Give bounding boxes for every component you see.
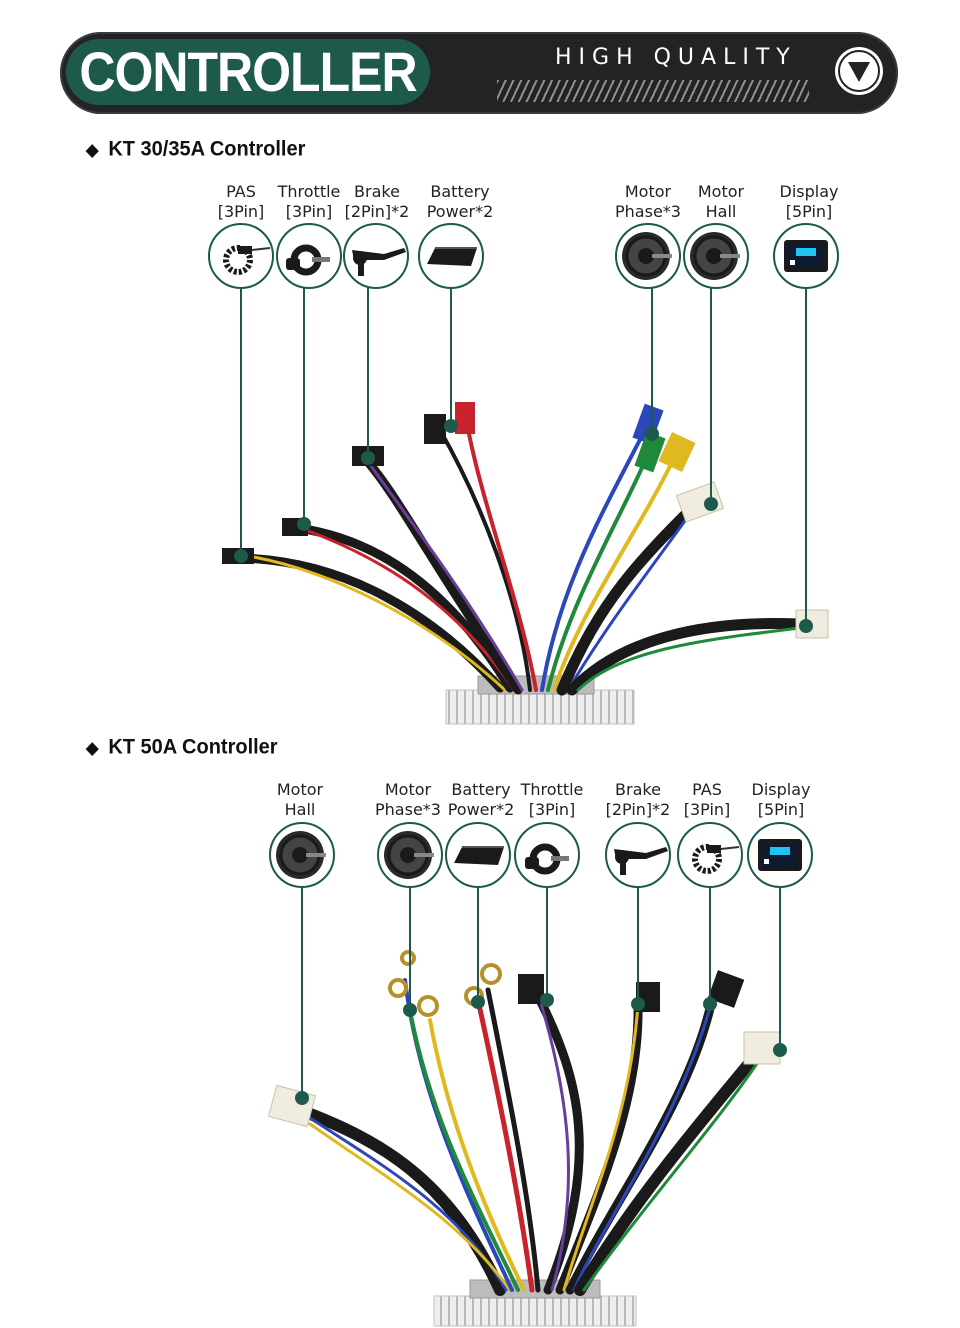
battery-positive-connector <box>455 402 475 434</box>
phase-blue-connector <box>632 403 664 445</box>
chevron-down-icon[interactable] <box>835 47 883 95</box>
label-throttle: Throttle [3Pin] <box>520 780 584 819</box>
lcd-display-icon <box>758 839 802 871</box>
lcd-display-icon <box>784 240 828 272</box>
diamond-bullet-icon: ◆ <box>86 141 99 159</box>
phase-yellow-connector <box>658 432 696 472</box>
banner-title: CONTROLLER <box>79 40 417 104</box>
label-battery: Battery Power*2 <box>426 182 494 221</box>
phase-green-connector <box>634 431 666 473</box>
label-pas: PAS [3Pin] <box>683 780 731 819</box>
section-title-text: KT 30/35A Controller <box>108 137 306 161</box>
label-motor-hall: Motor Hall <box>697 182 745 221</box>
label-display: Display [5Pin] <box>751 780 811 819</box>
label-brake: Brake [2Pin]*2 <box>344 182 410 221</box>
label-battery: Battery Power*2 <box>447 780 515 819</box>
header-banner: CONTROLLER <box>60 32 898 114</box>
label-motor-phase: Motor Phase*3 <box>375 780 441 819</box>
title-pill: CONTROLLER <box>66 39 430 105</box>
battery-ring-terminal <box>480 963 502 985</box>
label-motor-phase: Motor Phase*3 <box>615 182 681 221</box>
controller-kt35 <box>208 223 839 725</box>
phase-ring-terminal <box>400 950 416 966</box>
section-title-kt35: ◆ KT 30/35A Controller <box>86 137 305 161</box>
section-title-kt50: ◆ KT 50A Controller <box>86 735 278 759</box>
label-brake: Brake [2Pin]*2 <box>605 780 671 819</box>
banner-tagline: HIGH QUALITY <box>555 45 797 70</box>
battery-negative-connector <box>424 414 446 444</box>
phase-ring-terminal <box>388 978 408 998</box>
controller-kt50 <box>267 822 813 1327</box>
section-title-text: KT 50A Controller <box>108 735 278 759</box>
label-display: Display [5Pin] <box>779 182 839 221</box>
pas-connector <box>707 970 745 1008</box>
phase-ring-terminal <box>417 995 439 1017</box>
battery-icon <box>453 846 505 866</box>
throttle-connector <box>518 974 544 1004</box>
hall-connector <box>267 1084 317 1128</box>
hatch-decoration <box>497 80 809 102</box>
label-motor-hall: Motor Hall <box>276 780 324 819</box>
label-throttle: Throttle [3Pin] <box>277 182 341 221</box>
label-pas: PAS [3Pin] <box>217 182 265 221</box>
diamond-bullet-icon: ◆ <box>86 739 99 757</box>
battery-icon <box>426 247 478 267</box>
